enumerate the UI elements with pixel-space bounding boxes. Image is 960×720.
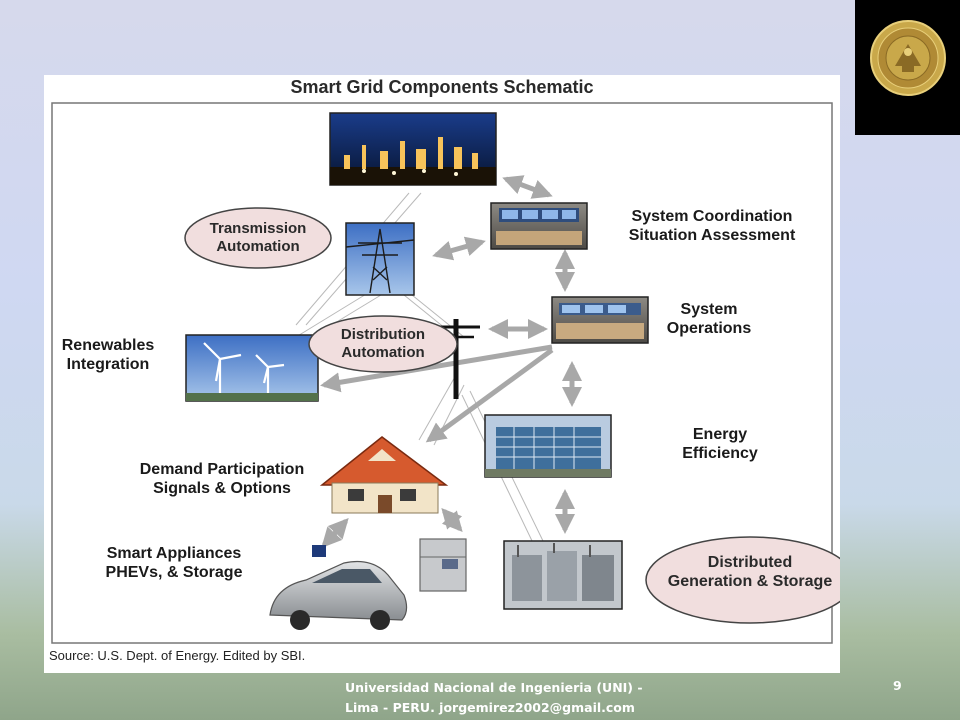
label-distributed-generation: Distributed Generation & Storage bbox=[667, 554, 833, 590]
wind-turbine-image bbox=[185, 334, 319, 402]
university-seal-logo bbox=[870, 20, 946, 96]
diagram-title: Smart Grid Components Schematic bbox=[290, 77, 594, 97]
page-number: 9 bbox=[893, 678, 902, 693]
label-distribution-automation: Distribution Automation bbox=[340, 326, 426, 361]
oval-transmission-automation bbox=[184, 207, 332, 269]
refrigerator-image bbox=[419, 538, 467, 592]
source-note: Source: U.S. Dept. of Energy. Edited by … bbox=[49, 648, 306, 663]
university-seal-box bbox=[855, 0, 960, 135]
office-building-image bbox=[484, 414, 612, 478]
label-demand-participation: Demand Participation Signals & Options bbox=[139, 461, 305, 497]
oval-distribution-automation bbox=[308, 315, 458, 373]
house-image bbox=[319, 436, 449, 514]
control-room-image-1 bbox=[490, 202, 588, 250]
label-smart-appliances: Smart Appliances PHEVs, & Storage bbox=[105, 545, 243, 581]
flow-arrows bbox=[320, 175, 582, 548]
label-energy-efficiency: Energy Efficiency bbox=[682, 426, 758, 462]
control-room-image-2 bbox=[551, 296, 649, 344]
label-renewables-integration: Renewables Integration bbox=[61, 337, 155, 373]
label-transmission-automation: Transmission Automation bbox=[209, 220, 307, 255]
transmission-tower-image bbox=[345, 222, 415, 296]
electric-car-image bbox=[269, 545, 408, 630]
power-plant-image bbox=[329, 112, 497, 186]
generation-facility-image bbox=[503, 540, 623, 610]
oval-distributed-generation bbox=[645, 536, 840, 624]
schematic-panel: Smart Grid Components Schematic Transmis… bbox=[44, 75, 840, 673]
label-system-operations: System Operations bbox=[666, 301, 752, 337]
footer-text: Universidad Nacional de Ingenieria (UNI)… bbox=[345, 680, 643, 715]
diagram-frame bbox=[51, 102, 833, 644]
label-system-coordination: System Coordination Situation Assessment bbox=[628, 208, 796, 244]
schematic-graphics bbox=[51, 102, 840, 644]
label-ovals bbox=[184, 207, 840, 624]
